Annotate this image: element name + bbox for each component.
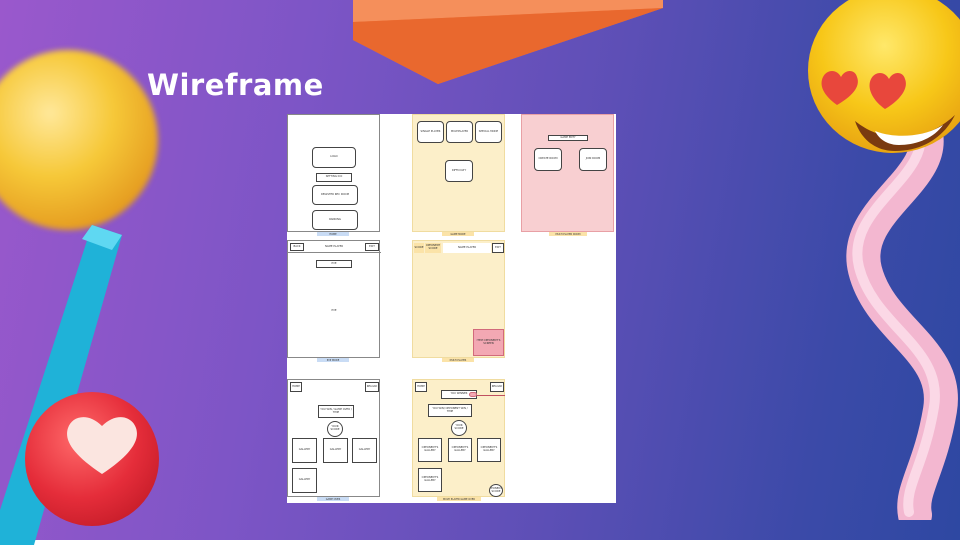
game-mode-button-3: SPECIAL MODE xyxy=(475,121,502,143)
home-button-2: SETTING ICO xyxy=(316,173,352,182)
game-over-gallery-3: GALLERY xyxy=(352,438,377,463)
game-over-gallery-2: GALLERY xyxy=(323,438,348,463)
pvp-tag: PVP MODE xyxy=(317,358,349,362)
multi-go-gallery-2: OPPONENT'S GALLERY xyxy=(448,438,472,462)
multi-go-score: YOUR SCORE xyxy=(451,420,467,436)
multi-go-reload: RELOAD xyxy=(490,382,504,392)
game-mode-button-2: MULTIPLAYER xyxy=(446,121,473,143)
home-button-1: LOGO xyxy=(312,147,356,168)
pvp-back: BACK xyxy=(290,243,304,251)
game-over-frame: HOME RELOAD YOU WIN / GAME OVER / TIME Y… xyxy=(287,379,380,497)
multi-room-header: GAME ENTY xyxy=(548,135,588,141)
multi-pvp-score: SCORE xyxy=(414,243,424,253)
game-mode-button-1: SINGLE PLAYER xyxy=(417,121,444,143)
game-over-score: YOUR SCORE xyxy=(327,421,343,437)
multi-pvp-opponent-screen: ITEM OPPONENT'S SCREEN xyxy=(473,329,504,356)
game-mode-center-button: DIFFICULTY xyxy=(445,160,473,182)
multi-go-message: YOU WIN/ OPPONENT WIN / TIME xyxy=(428,404,472,417)
join-room-button: JOIN ROOM xyxy=(579,148,607,171)
pvp-body: PVE xyxy=(308,296,360,326)
multi-go-top-marker xyxy=(469,392,477,397)
pvp-exit: EXIT xyxy=(365,243,379,251)
game-over-gallery-1: GALLERY xyxy=(292,438,317,463)
multi-pvp-name: NAME PLAYER xyxy=(443,243,491,253)
yellow-sphere-decoration xyxy=(0,50,158,230)
wireframe-image: LOGO SETTING ICO REGISTER REC ROOM RANKI… xyxy=(287,114,616,503)
multi-room-tag: MULTI PLAYER ROOM xyxy=(549,232,587,236)
orange-block-decoration xyxy=(353,0,663,84)
home-tag: HOME xyxy=(317,232,349,236)
slide-title: Wireframe xyxy=(147,68,324,102)
multi-game-over-frame: HOME RELOAD YOU WINNER YOU WIN/ OPPONENT… xyxy=(412,379,505,497)
game-mode-frame: SINGLE PLAYER MULTIPLAYER SPECIAL MODE D… xyxy=(412,114,505,232)
game-over-gallery-4: GALLERY xyxy=(292,468,317,493)
multi-go-opponent-score: OPPONENT'S SCORE xyxy=(489,484,503,497)
game-over-home: HOME xyxy=(290,382,302,392)
multi-pvp-exit: EXIT xyxy=(492,243,504,253)
multi-game-over-tag: MULTI PLAYER GAME OVER xyxy=(437,497,481,501)
create-room-button: CREATE ROOM xyxy=(534,148,562,171)
home-button-4: RANKING xyxy=(312,210,358,230)
pvp-frame: BACK NAME PLAYER EXIT PVE PVE xyxy=(287,240,381,358)
multi-go-gallery-1: OPPONENT'S GALLERY xyxy=(418,438,442,462)
pvp-header-line xyxy=(288,252,381,253)
multi-pvp-tag: MULTI PLAYER xyxy=(442,358,474,362)
multi-pvp-frame: SCORE OPPONENT SCORE NAME PLAYER EXIT IT… xyxy=(412,240,505,358)
multi-go-gallery-3: OPPONENT'S GALLERY xyxy=(477,438,501,462)
multi-go-gallery-4: OPPONENT'S GALLERY xyxy=(418,468,442,492)
multi-go-divider xyxy=(477,395,505,396)
game-over-message: YOU WIN / GAME OVER / TIME xyxy=(318,405,354,418)
pink-tube-decoration xyxy=(846,120,958,520)
game-over-reload: RELOAD xyxy=(365,382,379,392)
multi-pvp-opponent-score: OPPONENT SCORE xyxy=(425,243,441,253)
multi-player-room-frame: GAME ENTY CREATE ROOM JOIN ROOM xyxy=(521,114,614,232)
heart-eyes-icon xyxy=(821,71,955,151)
multi-go-home: HOME xyxy=(415,382,427,392)
pvp-sub: PVE xyxy=(316,260,352,268)
game-mode-tag: GAME MODE xyxy=(442,232,474,236)
home-button-3: REGISTER REC ROOM xyxy=(312,185,358,205)
heart-icon xyxy=(67,417,137,474)
home-frame: LOGO SETTING ICO REGISTER REC ROOM RANKI… xyxy=(287,114,380,232)
game-over-tag: GAME OVER xyxy=(317,497,349,501)
pvp-name: NAME PLAYER xyxy=(306,243,362,251)
